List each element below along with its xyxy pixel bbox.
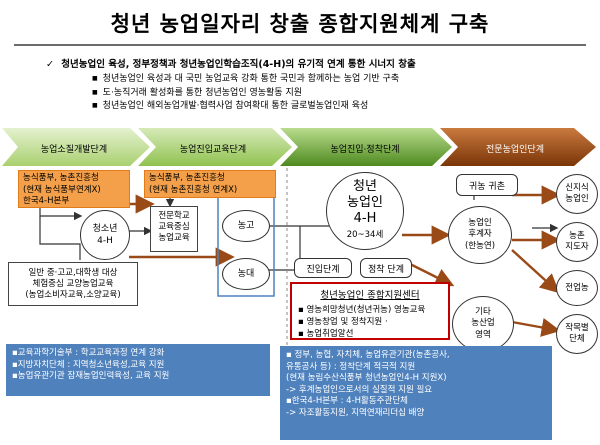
youth-label: 4-H (97, 236, 113, 246)
check-icon: ✓ (46, 59, 54, 70)
ministry-line: (현재 농식품부연계X) (23, 184, 101, 195)
bullet-list: 청년농업인 육성과 대 국민 농업교육 강화 통한 국민과 함께하는 농업 기반… (92, 73, 399, 114)
stage-arrow-4 (440, 128, 596, 166)
support-center-list: ▪ 영농희망청년(청년귀농) 영농교육 ▪ 영농창업 및 정착지원 · ▪ 농업… (298, 304, 442, 340)
support-right-box: ▪ 정부, 농협, 자치체, 농업유관기관(농촌공사, 유통공사 등) : 정착… (280, 346, 552, 440)
youth-farmer-age: 20~34세 (346, 230, 384, 240)
support-line: (현재 농림수산식품부 청년농업인4-H 지원X) (286, 373, 447, 383)
stage-label: 농업진입·정착단계 (330, 145, 400, 155)
support-line: ▪한국4-H본부 : 4-H활동주관단체 (286, 396, 408, 406)
bullet-item: 도·농직거래 활성화를 통한 청년농업인 영농활동 지원 (92, 87, 399, 101)
general-line: 일반 중·고교,대학생 대상 (28, 268, 118, 278)
oval-label: 단체 (569, 334, 585, 344)
ministry-line: 농식품부, 농촌진흥청 (149, 173, 225, 183)
agri-industry-label: 농산업 (471, 318, 495, 329)
agri-industry-label: 영역 (475, 329, 491, 340)
ministry-box-1: 농식품부, 농촌진흥청 (현재 농식품부연계X) 한국4-H본부 (18, 170, 130, 208)
support-center-title: 청년농업인 종합지원센터 (320, 290, 420, 301)
summary-text: 청년농업인 육성, 정부정책과 청년농업인학습조직(4-H)의 유기적 연계 통… (61, 59, 416, 70)
agri-college-label: 농대 (237, 269, 255, 279)
support-line: ▪교육과학기술부 : 학교교육과정 연계 강화 (12, 348, 165, 358)
support-line: -> 자조활동지원, 지역연재리더십 배양 (286, 407, 425, 418)
stage-label: 전문농업인단계 (486, 145, 544, 155)
support-line: ▪농업유관기관 잠재농업인력육성, 교육 지원 (12, 371, 170, 381)
entry-stage-box: 진입단계 (294, 258, 352, 278)
school-line: 농업교육 (158, 233, 190, 243)
agri-highschool-label: 농고 (237, 221, 255, 231)
school-box: 전문학교 교육중심 농업교육 (150, 206, 198, 252)
youth-farmer-label: 농업인 (347, 195, 383, 210)
school-line: 전문학교 (158, 211, 190, 221)
youth-farmer-label: 청년 (353, 179, 377, 194)
youth-4h-circle: 청소년 4-H (80, 210, 130, 260)
general-line: 체험중심 교양농업교육 (32, 279, 114, 289)
successor-label: 농업인 (468, 217, 492, 228)
return-farm-label: 귀농 귀촌 (469, 181, 505, 192)
youth-farmer-label: 4-H (353, 211, 377, 226)
successor-oval: 농업인 후계자 (한농연) (448, 206, 512, 264)
agri-industry-label: 기타 (475, 306, 491, 317)
agri-college-oval: 농대 (222, 258, 270, 290)
stage-label: 농업소질개발단계 (40, 145, 108, 155)
oval-label: 지도자 (565, 242, 589, 252)
oval-label: 신지식 (565, 183, 589, 193)
support-center-item: ▪ 영농희망청년(청년귀농) 영농교육 (298, 305, 426, 315)
bullet-item: 청년농업인 육성과 대 국민 농업교육 강화 통한 국민과 함께하는 농업 기반… (92, 73, 399, 87)
support-center-item: ▪ 영농창업 및 정착지원 · (298, 317, 388, 327)
school-line: 교육중심 (158, 222, 190, 232)
successor-label: (한농연) (464, 240, 496, 251)
summary-line: ✓ 청년농업인 육성, 정부정책과 청년농업인학습조직(4-H)의 유기적 연계… (46, 56, 416, 70)
agri-highschool-oval: 농고 (222, 210, 270, 242)
ministry-line: 농식품부, 농촌진흥청 (23, 173, 99, 183)
entry-stage-label: 진입단계 (306, 264, 340, 275)
ministry-line: 한국4-H본부 (23, 196, 70, 206)
support-line: ▪ 정부, 농협, 자치체, 농업유관기관(농촌공사, (286, 350, 450, 360)
settle-stage-label: 정착 단계 (368, 264, 404, 275)
youth-label: 청소년 (92, 224, 118, 234)
stage-label: 농업진입교육단계 (179, 145, 247, 155)
successor-label: 후계자 (468, 229, 492, 240)
ministry-box-2: 농식품부, 농촌진흥청 (현재 농촌진흥청 연계X) (144, 170, 276, 198)
stage-arrow-3 (280, 128, 452, 166)
fulltime-farmer-oval: 전업농 (556, 270, 598, 306)
oval-label: 농업인 (565, 194, 589, 204)
stage-arrow-2 (138, 128, 292, 166)
stage-arrow-1 (2, 128, 150, 166)
bullet-item: 청년농업인 해외농업개발·협력사업 참여확대 통한 글로벌농업인재 육성 (92, 100, 399, 114)
title-divider (14, 44, 586, 46)
agri-industry-oval: 기타 농산업 영역 (452, 296, 514, 352)
oval-label: 농촌 (569, 231, 585, 241)
settle-stage-box: 정착 단계 (360, 258, 412, 278)
support-center-box: 청년농업인 종합지원센터 ▪ 영농희망청년(청년귀농) 영농교육 ▪ 영농창업 … (290, 282, 450, 340)
general-line: (농업소비자교육,소양교육) (25, 290, 121, 300)
support-line: ▪지방자치단체 : 지역청소년육성,교육 지원 (12, 359, 165, 370)
ministry-line: (현재 농촌진흥청 연계X) (149, 184, 238, 195)
support-line: 유통공사 등) : 정착단계 적극적 지원 (286, 361, 416, 372)
page-title: 청년 농업일자리 창출 종합지원체계 구축 (110, 12, 490, 36)
youth-farmer-circle: 청년 농업인 4-H 20~34세 (326, 172, 404, 250)
support-center-item: ▪ 농업취업알선 (298, 329, 354, 339)
return-farm-box: 귀농 귀촌 (456, 174, 518, 196)
support-left-box: ▪교육과학기술부 : 학교교육과정 연계 강화 ▪지방자치단체 : 지역청소년육… (6, 344, 270, 396)
oval-label: 작목별 (565, 323, 589, 333)
general-education-box: 일반 중·고교,대학생 대상 체험중심 교양농업교육 (농업소비자교육,소양교육… (8, 262, 138, 306)
oval-label: 전업농 (565, 282, 589, 293)
support-line: -> 후계농업인으로서의 실질적 지원 필요 (286, 384, 433, 395)
